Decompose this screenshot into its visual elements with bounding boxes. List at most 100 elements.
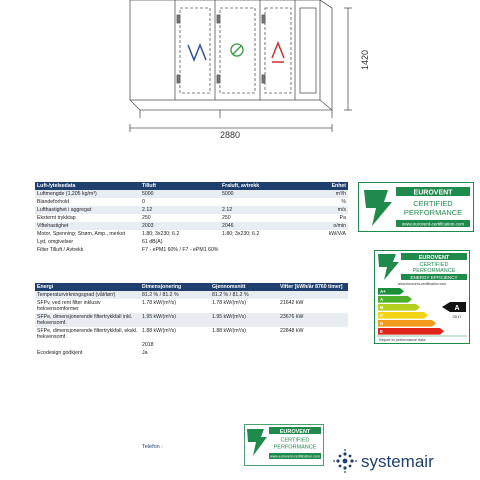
table-row: 2018 [35,341,348,349]
phone-label: Telefon : [142,444,163,450]
table-cell: 1.88 kW/(m³/s) [210,327,278,341]
table-cell: SFPe, dimensjonerende filtertrykkfall, e… [35,327,140,341]
rating-year: 2017 [453,314,463,319]
table-cell: 61 dB(A) [140,238,348,246]
table-cell: 2046 [220,222,312,230]
table-cell: SFPv, ved rent filter inklusiv frekvenso… [35,299,140,313]
energy-grade-bar [378,328,444,335]
eurovent-certified-badge: EUROVENT CERTIFIED PERFORMANCE www.eurov… [358,182,474,232]
table-cell: Ecodesign godkjent [35,349,140,357]
table-cell: kW/V/A [312,230,348,238]
table-cell [210,349,278,357]
table-cell: Ja [140,349,210,357]
systemair-logo: systemair [333,449,434,473]
energy-grade-bar [378,288,404,295]
energy-grade-label: C [380,313,384,318]
table-cell: Motor, Spenning; Strøm, Amp., merket [35,230,140,238]
width-dimension: 2880 [220,130,240,140]
table-cell: 1.95 kW/(m³/s) [140,313,210,327]
rating-class: A [454,305,459,312]
eurovent-logo-icon [378,254,399,280]
table-header-cell: Energi [35,283,140,291]
table-cell: 1.95 kW/(m³/s) [210,313,278,327]
systemair-dots-icon [333,449,357,473]
table-cell [278,341,348,349]
table-cell: 2.12 [140,206,220,214]
table-cell: 1.88 kW/(m³/s) [140,327,210,341]
svg-text:EUROVENT: EUROVENT [280,429,311,435]
table-cell: o/min [312,222,348,230]
table-cell: 22848 kW [278,327,348,341]
table-cell [210,341,278,349]
energy-grade-label: E [380,329,383,334]
table-cell: 1.78 kW/(m³/s) [210,299,278,313]
table-cell: % [312,198,348,206]
svg-text:EUROVENT: EUROVENT [419,255,450,261]
table-cell: Lufthastighet i aggregat [35,206,140,214]
energy-grade-label: A+ [380,289,386,294]
unit-drawing: 2880 1420 [129,0,370,140]
table-row: SFPv, ved rent filter inklusiv frekvenso… [35,299,348,313]
table-cell: 23676 kW [278,313,348,327]
table-cell: m³/h [312,190,348,198]
filter-symbol-extract [271,40,285,59]
svg-text:EUROVENT: EUROVENT [414,190,454,197]
svg-text:systemair: systemair [361,452,434,471]
table-cell: Luftmengde (1,205 kg/m³) [35,190,140,198]
table-cell: 250 [140,214,220,222]
svg-text:CERTIFIED: CERTIFIED [281,438,310,444]
table-header-cell: Dimensjonering [140,283,210,291]
table-header-cell: Luft-/ytelsedata [35,182,140,190]
height-dimension: 1420 [360,50,370,70]
table-cell: 81.2 % / 81.2 % [210,291,278,299]
svg-text:CERTIFIED: CERTIFIED [420,262,449,268]
table-header-cell: Fraluft, avtrekk [220,182,312,190]
table-cell [278,349,348,357]
svg-text:www.eurovent-certification.com: www.eurovent-certification.com [398,282,447,286]
table-cell: F7 - ePM1 60% / F7 - ePM1 60% [140,246,348,254]
svg-text:PERFORMANCE: PERFORMANCE [274,445,317,451]
table-cell: m/s [312,206,348,214]
table-cell: 1.80; 3x230; 6.2 [140,230,220,238]
table-cell [220,198,312,206]
energy-grade-label: B [380,305,384,310]
table-cell: Eksternt trykktap [35,214,140,222]
svg-text:PERFORMANCE: PERFORMANCE [413,268,456,274]
filter-symbol-supply [187,42,207,63]
table-cell: Filter Tilluft / Avtrekk [35,246,140,254]
eurovent-logo-icon [364,190,392,226]
table-cell [278,291,348,299]
table-cell: SFPe, dimensjonerende filtertrykkfall in… [35,313,140,327]
rating-arrow [442,302,466,312]
table-header-cell: Enhet [312,182,348,190]
eurovent-certified-badge-footer: EUROVENT CERTIFIED PERFORMANCE www.eurov… [244,424,324,466]
svg-text:PERFORMANCE: PERFORMANCE [404,208,462,217]
svg-text:www.eurovent-certification.com: www.eurovent-certification.com [402,222,465,227]
table-cell: 21642 kW [278,299,348,313]
table-cell: Temperaturvirkningsgrad (våt/tørr) [35,291,140,299]
table-cell: 5000 [140,190,220,198]
table-cell: 1.78 kW/(m³/s) [140,299,210,313]
energy-grade-bar [378,320,436,327]
table-header-cell: Gjennomsnitt [210,283,278,291]
eurovent-logo-icon [247,429,267,456]
table-row: SFPe, dimensjonerende filtertrykkfall, e… [35,327,348,341]
table-cell: 2018 [140,341,210,349]
svg-text:ENERGY EFFICIENCY: ENERGY EFFICIENCY [411,275,458,280]
heat-exchanger-symbol [230,43,244,57]
table-cell: 5000 [220,190,312,198]
svg-text:CERTIFIED: CERTIFIED [413,199,453,208]
energy-grade-bar [378,312,428,319]
table-row: Temperaturvirkningsgrad (våt/tørr) 81.2 %… [35,291,348,299]
